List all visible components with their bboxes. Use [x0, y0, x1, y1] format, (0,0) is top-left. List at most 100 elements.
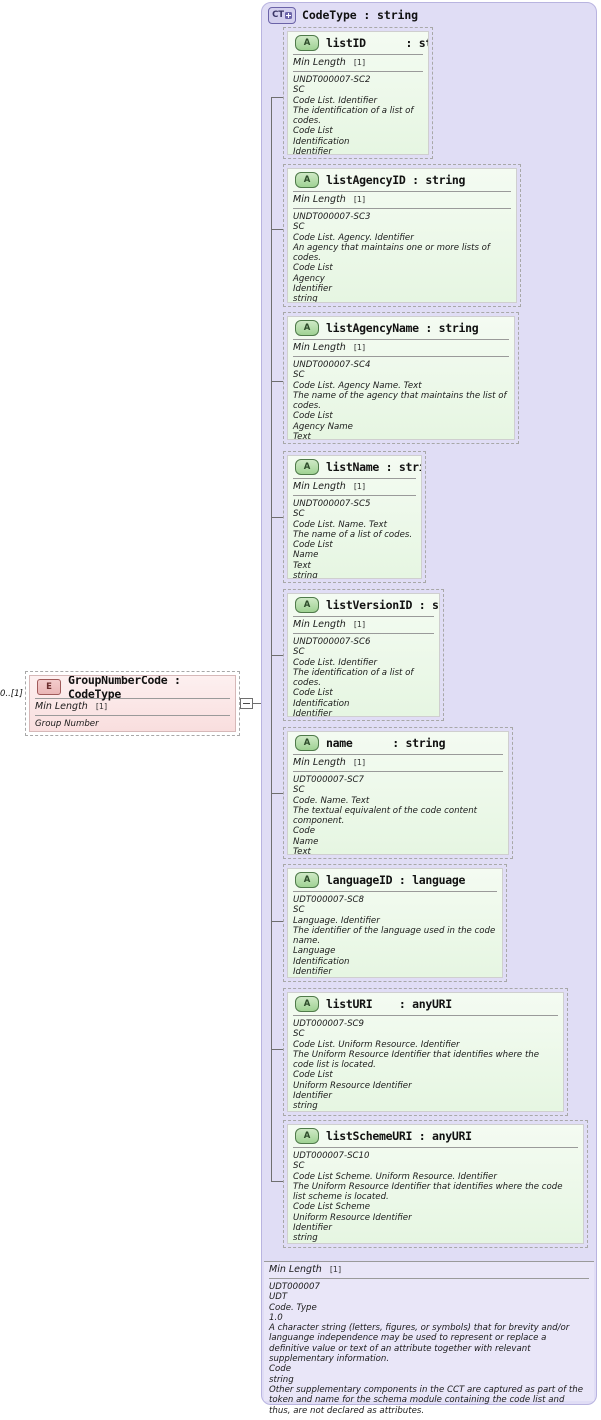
attribute-badge-icon: A	[295, 1128, 319, 1144]
min-length-value: [1]	[95, 702, 108, 711]
min-length-label: Min Length	[293, 757, 346, 768]
documentation-line: UNDT000007-SC4	[293, 360, 371, 370]
min-length-value: [1]	[329, 1265, 342, 1274]
documentation-line: Code List Scheme. Uniform Resource. Iden…	[293, 1171, 497, 1182]
min-length-value: [1]	[353, 482, 366, 491]
documentation-line: The identifier of the language used in t…	[293, 925, 496, 947]
attribute-min-length-row: Min Length[1]	[288, 340, 514, 356]
attribute-badge-icon: A	[295, 459, 319, 475]
attribute-badge-icon: A	[295, 735, 319, 751]
documentation-line: string	[293, 977, 496, 978]
min-length-value: [1]	[353, 195, 366, 204]
divider	[293, 208, 511, 209]
documentation-line: Code	[269, 1364, 292, 1375]
documentation-line: Code List. Agency. Identifier	[293, 232, 414, 243]
documentation-line: Code	[293, 826, 316, 837]
documentation-line: Code List. Uniform Resource. Identifier	[293, 1039, 460, 1050]
documentation-line: Text	[293, 560, 311, 571]
connector-stub	[271, 97, 283, 98]
expand-collapse-toggle[interactable]	[240, 698, 253, 709]
documentation-line: Language	[293, 946, 336, 957]
divider	[35, 715, 230, 716]
documentation-line: Other supplementary components in the CC…	[269, 1384, 583, 1416]
documentation-line: string	[293, 294, 318, 303]
documentation-line: The name of the agency that maintains th…	[293, 390, 507, 412]
documentation-line: Identification	[293, 698, 350, 709]
min-length-value: [1]	[353, 620, 366, 629]
documentation-line: Text	[293, 432, 311, 440]
documentation-line: Code List. Identifier	[293, 657, 378, 668]
documentation-line: Code List	[293, 688, 333, 699]
complex-type-badge-label: CT	[272, 10, 284, 20]
documentation-line: SC	[293, 509, 305, 520]
documentation-line: The identification of a list of codes.	[293, 105, 414, 127]
documentation-line: Identifier	[293, 284, 332, 295]
connector-stub	[271, 381, 283, 382]
element-title: GroupNumberCode : CodeType	[68, 675, 181, 701]
documentation-line: Agency Name	[293, 421, 353, 432]
attribute-min-length-row: Min Length [1]	[288, 755, 508, 771]
documentation-line: UNDT000007-SC6	[293, 637, 371, 647]
complex-type-badge-icon[interactable]: CT	[268, 6, 296, 24]
divider	[293, 54, 423, 55]
documentation-line: Code List	[293, 1070, 333, 1081]
connector-stub	[271, 1181, 283, 1182]
element-box-group-number-code[interactable]: E GroupNumberCode : CodeType Min Length …	[25, 671, 240, 736]
documentation-line: 1.0	[269, 1312, 283, 1323]
documentation-line: UNDT000007-SC5	[293, 499, 371, 509]
divider	[293, 891, 497, 892]
attribute-min-length-row: Min Length[1]	[288, 617, 439, 633]
divider	[293, 356, 509, 357]
footer-min-length-row: Min Length [1]	[264, 1262, 594, 1278]
min-length-value: [1]	[353, 343, 366, 352]
documentation-line: UDT000007-SC10	[293, 1151, 370, 1161]
element-min-length-row: Min Length [1]	[30, 699, 235, 715]
min-length-value: [1]	[353, 758, 366, 767]
divider	[293, 633, 434, 634]
documentation-line: UDT	[269, 1292, 288, 1303]
connector-trunk	[271, 97, 272, 1181]
documentation-line: string	[293, 1101, 318, 1112]
complex-type-title: CodeType : string	[302, 8, 419, 22]
documentation-line: UNDT000007-SC3	[293, 212, 371, 222]
documentation-line: The Uniform Resource Identifier that ide…	[293, 1181, 563, 1203]
plus-icon	[284, 11, 292, 19]
divider	[269, 1278, 589, 1279]
element-annotation-line: Group Number	[35, 719, 99, 729]
documentation-line: Code List. Identifier	[293, 95, 378, 106]
attribute-title: name : string	[326, 736, 446, 750]
documentation-line: string	[269, 1374, 294, 1385]
connector-stub	[271, 517, 283, 518]
documentation-line: Identifier	[293, 147, 332, 155]
documentation-line: Identifier	[293, 1223, 332, 1234]
attribute-badge-icon: A	[295, 597, 319, 613]
documentation-line: string	[293, 571, 318, 579]
connector-stub	[271, 793, 283, 794]
attribute-badge-icon: A	[295, 320, 319, 336]
